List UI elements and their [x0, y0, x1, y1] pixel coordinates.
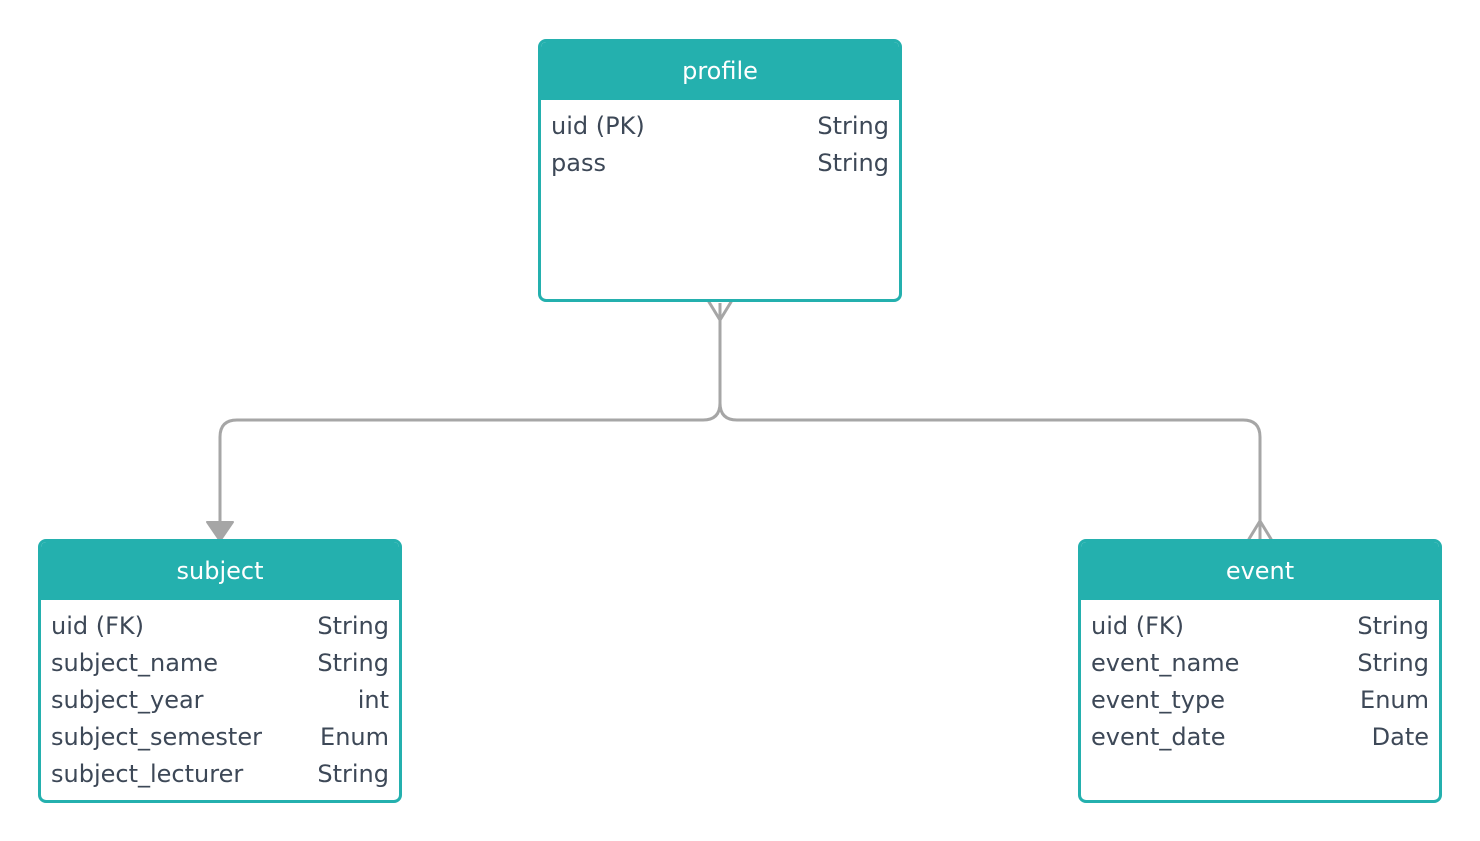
field-name: uid (PK) — [551, 112, 645, 140]
filled-arrow-icon — [206, 521, 234, 542]
field-name: subject_year — [51, 686, 204, 714]
crow-foot-many-icon — [707, 300, 733, 323]
field-name: subject_name — [51, 649, 219, 677]
field-type: String — [317, 760, 389, 788]
field-type: String — [317, 649, 389, 677]
field-type: Enum — [320, 723, 389, 751]
field-type: Enum — [1360, 686, 1429, 714]
field-type: int — [357, 686, 389, 714]
field-row: subject_year int — [51, 682, 389, 719]
field-name: event_date — [1091, 723, 1226, 751]
entity-event[interactable]: event uid (FK) String event_name String … — [1078, 539, 1442, 803]
field-name: event_type — [1091, 686, 1225, 714]
field-row: subject_name String — [51, 645, 389, 682]
entity-subject[interactable]: subject uid (FK) String subject_name Str… — [38, 539, 402, 803]
field-name: subject_semester — [51, 723, 262, 751]
field-row: event_name String — [1091, 645, 1429, 682]
field-type: Date — [1371, 723, 1429, 751]
field-row: uid (FK) String — [1091, 608, 1429, 645]
field-type: String — [817, 112, 889, 140]
entity-title: event — [1081, 542, 1439, 600]
field-name: event_name — [1091, 649, 1240, 677]
field-row: event_type Enum — [1091, 682, 1429, 719]
field-name: uid (FK) — [1091, 612, 1185, 640]
field-row: subject_semester Enum — [51, 719, 389, 756]
field-type: String — [817, 149, 889, 177]
field-type: String — [1357, 649, 1429, 677]
field-name: subject_lecturer — [51, 760, 244, 788]
entity-profile[interactable]: profile uid (PK) String pass String — [538, 39, 902, 302]
entity-fields: uid (FK) String subject_name String subj… — [41, 600, 399, 793]
field-row: subject_lecturer String — [51, 756, 389, 793]
entity-title: subject — [41, 542, 399, 600]
field-name: pass — [551, 149, 606, 177]
connector-profile-event — [718, 303, 1262, 540]
crow-foot-many-icon — [1247, 518, 1273, 541]
entity-fields: uid (FK) String event_name String event_… — [1081, 600, 1439, 756]
field-type: String — [1357, 612, 1429, 640]
field-row: uid (PK) String — [551, 108, 889, 145]
entity-title: profile — [541, 42, 899, 100]
field-row: pass String — [551, 145, 889, 182]
entity-fields: uid (PK) String pass String — [541, 100, 899, 182]
field-name: uid (FK) — [51, 612, 145, 640]
connector-profile-subject — [218, 303, 722, 522]
field-row: uid (FK) String — [51, 608, 389, 645]
field-row: event_date Date — [1091, 719, 1429, 756]
field-type: String — [317, 612, 389, 640]
